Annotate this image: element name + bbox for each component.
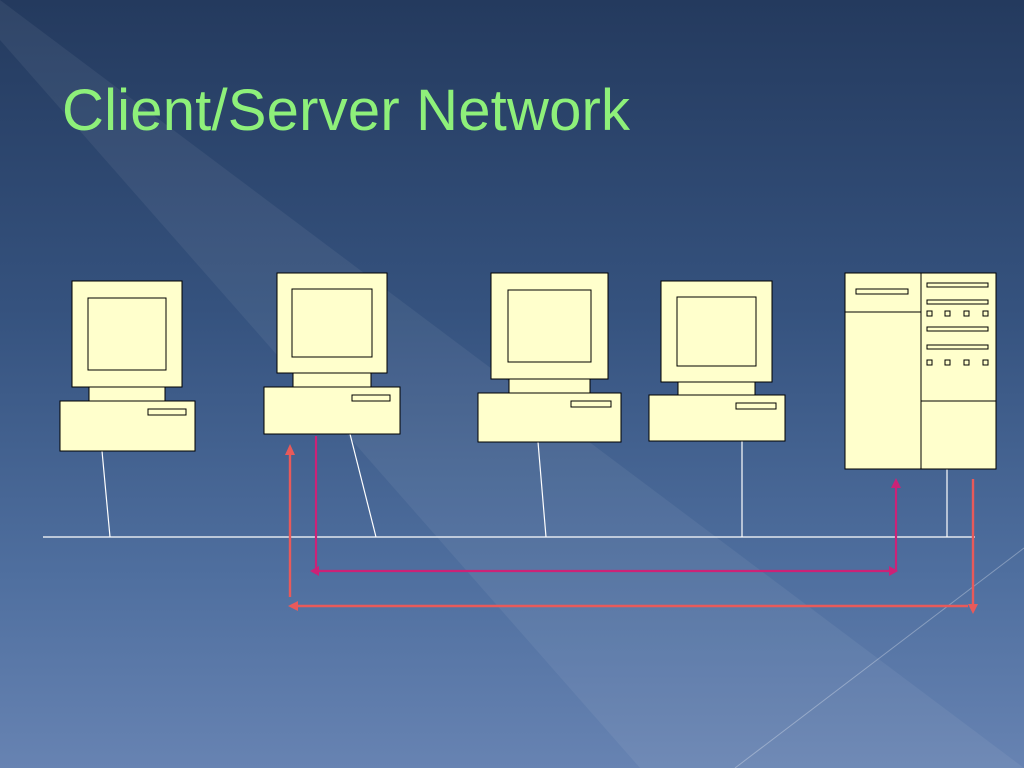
client-3-link bbox=[537, 441, 547, 538]
system-unit bbox=[477, 392, 622, 443]
system-unit bbox=[263, 386, 401, 435]
client-computer-2 bbox=[263, 272, 401, 435]
server-slot bbox=[926, 282, 989, 288]
client-computer-4 bbox=[648, 280, 786, 442]
client-2-link bbox=[349, 433, 377, 538]
server-tower bbox=[844, 272, 997, 470]
monitor-stand bbox=[88, 386, 166, 402]
monitor-stand bbox=[292, 372, 372, 388]
slide-title: Client/Server Network bbox=[62, 78, 631, 143]
client-computer-3 bbox=[477, 272, 622, 443]
network-wiring bbox=[43, 433, 975, 538]
response-arrowhead-up bbox=[285, 444, 295, 455]
server-indicator bbox=[944, 359, 951, 366]
request-path bbox=[314, 436, 890, 573]
server-drive-slot bbox=[855, 288, 909, 295]
monitor-screen bbox=[291, 288, 373, 358]
server-slot bbox=[926, 299, 989, 305]
monitor-screen bbox=[87, 297, 167, 371]
monitor-screen bbox=[676, 296, 757, 367]
server-slot bbox=[926, 326, 989, 332]
server-slot bbox=[926, 344, 989, 350]
disk-drive bbox=[570, 400, 612, 408]
server-indicator bbox=[944, 310, 951, 317]
client-computer-1 bbox=[59, 280, 196, 452]
response-arrowhead-left bbox=[288, 601, 298, 611]
request-arrow bbox=[310, 436, 901, 576]
server-indicator bbox=[963, 310, 970, 317]
request-arrowhead-left bbox=[310, 566, 319, 576]
request-arrowhead-up bbox=[891, 478, 901, 488]
request-arrowhead-right bbox=[889, 566, 898, 576]
server-indicator bbox=[982, 310, 989, 317]
disk-drive bbox=[735, 402, 777, 410]
monitor-stand bbox=[508, 378, 591, 394]
client-1-link bbox=[101, 450, 111, 538]
server-indicator bbox=[926, 310, 933, 317]
server-indicator bbox=[982, 359, 989, 366]
server-indicator bbox=[926, 359, 933, 366]
system-unit bbox=[648, 394, 786, 442]
disk-drive bbox=[147, 408, 187, 416]
disk-drive bbox=[351, 394, 391, 402]
server-indicator bbox=[963, 359, 970, 366]
response-arrowhead-down bbox=[968, 604, 978, 614]
monitor-screen bbox=[507, 289, 592, 363]
response-arrow bbox=[285, 444, 978, 614]
background-corner-line bbox=[734, 547, 1024, 768]
monitor-stand bbox=[677, 381, 756, 396]
